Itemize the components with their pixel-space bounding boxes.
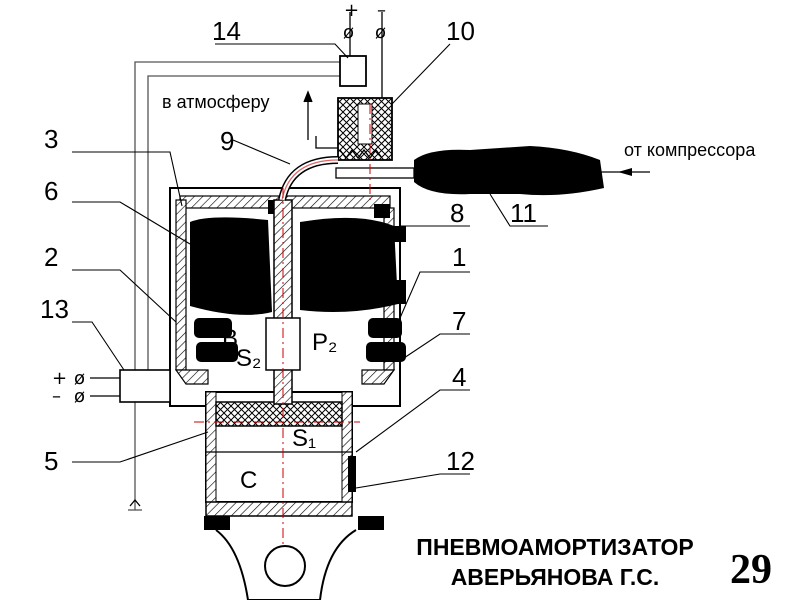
minus-sign-left: –	[52, 386, 61, 407]
control-valve	[335, 12, 415, 179]
terminals: + – ø ø + – ø ø	[52, 0, 386, 407]
callout-11: 11	[510, 198, 537, 228]
lower-mount-eye	[215, 529, 357, 600]
callout-12: 12	[446, 446, 475, 476]
rubber-cord-element	[190, 200, 406, 362]
terminal-left-plus: ø	[74, 368, 85, 389]
control-wiring	[128, 61, 340, 511]
callout-4: 4	[452, 362, 466, 392]
callout-13: 13	[40, 294, 69, 324]
compressor-line	[414, 146, 650, 196]
centre-lines	[194, 104, 371, 580]
terminal-top-minus: ø	[375, 22, 386, 43]
leader-lines	[72, 43, 548, 489]
slide-title-line2: АВЕРЬЯНОВА Г.С.	[450, 564, 660, 590]
callout-7: 7	[452, 306, 466, 336]
chamber-b-label: B	[222, 325, 238, 352]
terminal-left-minus: ø	[74, 386, 85, 407]
page-number: 29	[730, 547, 772, 593]
callout-2: 2	[44, 242, 58, 272]
air-pipe	[278, 156, 339, 201]
chamber-c-label: C	[240, 467, 257, 494]
callout-10: 10	[446, 16, 475, 46]
pressure-p2-label: P₂	[312, 329, 337, 356]
area-s1-label: S₁	[292, 425, 316, 452]
callout-14: 14	[212, 16, 241, 46]
slide-title-line1: ПНЕВМОАМОРТИЗАТОР	[416, 534, 694, 560]
plus-sign-left: +	[52, 368, 67, 389]
terminal-top-plus: ø	[343, 22, 354, 43]
callout-6: 6	[44, 176, 58, 206]
piston-cylinder	[204, 391, 384, 530]
area-s2-label: S₂	[236, 345, 261, 372]
plus-sign-top: +	[344, 0, 359, 21]
slide-title: ПНЕВМОАМОРТИЗАТОР АВЕРЬЯНОВА Г.С.	[390, 532, 720, 592]
exhaust-line	[303, 90, 338, 149]
from-compressor-label: от компрессора	[624, 140, 756, 160]
callout-3: 3	[44, 124, 58, 154]
to-atmosphere-label: в атмосферу	[162, 92, 269, 112]
callout-9: 9	[220, 126, 234, 156]
sensor-13	[90, 369, 171, 403]
callout-5: 5	[44, 446, 58, 476]
minus-sign-top: –	[377, 0, 386, 21]
callout-8: 8	[450, 198, 464, 228]
sensor-12	[348, 456, 356, 492]
callout-1: 1	[452, 242, 466, 272]
callout-numbers: 14 10 3 9 6 8 11 2 1 13 7 4 5 12	[40, 16, 537, 476]
